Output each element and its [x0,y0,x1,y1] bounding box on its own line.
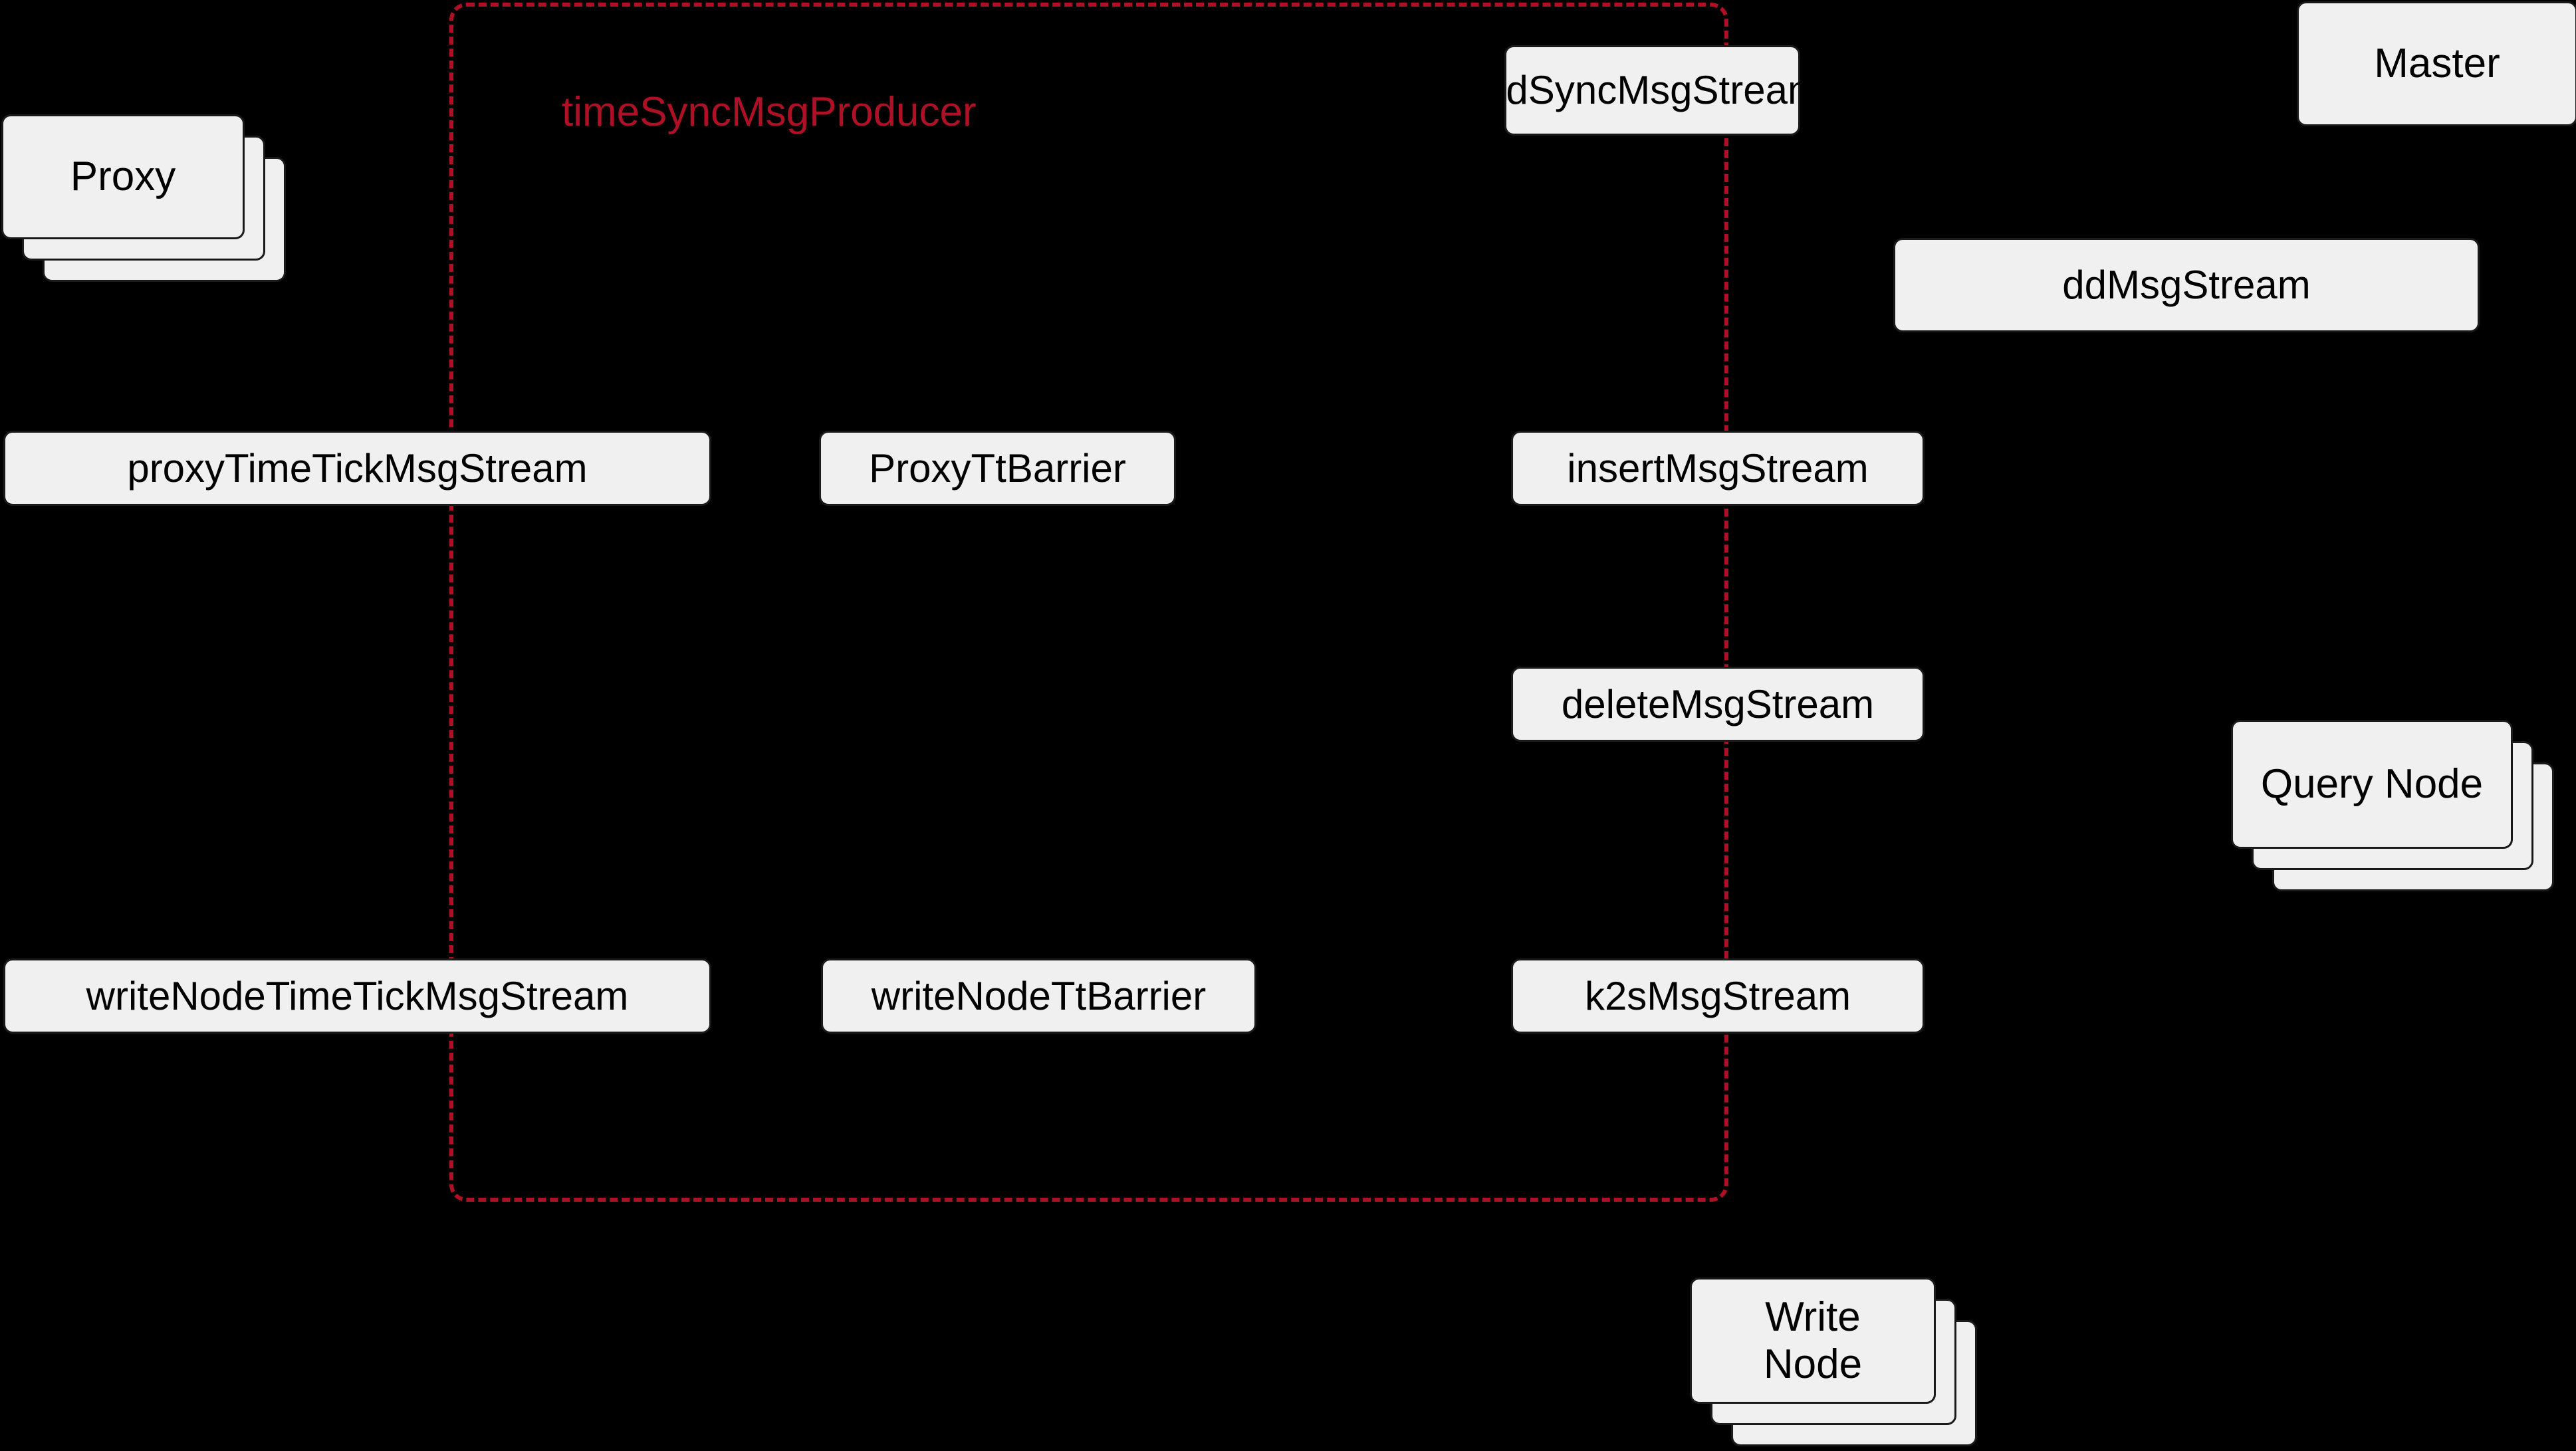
node-dd-sync-msg-stream[interactable]: ddSyncMsgStream [1484,45,1821,136]
node-write-node-time-tick-msg-stream[interactable]: writeNodeTimeTickMsgStream [3,958,711,1034]
node-k2s-msg-stream[interactable]: k2sMsgStream [1511,958,1925,1034]
node-proxy-tt-barrier[interactable]: ProxyTtBarrier [819,431,1176,506]
node-delete-msg-stream[interactable]: deleteMsgStream [1511,667,1925,742]
node-query-node[interactable]: Query Node [2231,720,2557,893]
proxy-label: Proxy [1,114,245,239]
node-proxy[interactable]: Proxy [1,114,287,282]
node-insert-msg-stream[interactable]: insertMsgStream [1511,431,1925,506]
query-node-label: Query Node [2231,720,2513,849]
time-sync-msg-producer-label: timeSyncMsgProducer [562,89,977,135]
node-master[interactable]: Master [2297,1,2576,126]
node-dd-msg-stream[interactable]: ddMsgStream [1893,238,2480,332]
node-write-node[interactable]: Write Node [1690,1278,1982,1447]
write-node-label: Write Node [1690,1278,1936,1404]
node-write-node-tt-barrier[interactable]: writeNodeTtBarrier [821,958,1256,1034]
node-proxy-time-tick-msg-stream[interactable]: proxyTimeTickMsgStream [3,431,711,506]
